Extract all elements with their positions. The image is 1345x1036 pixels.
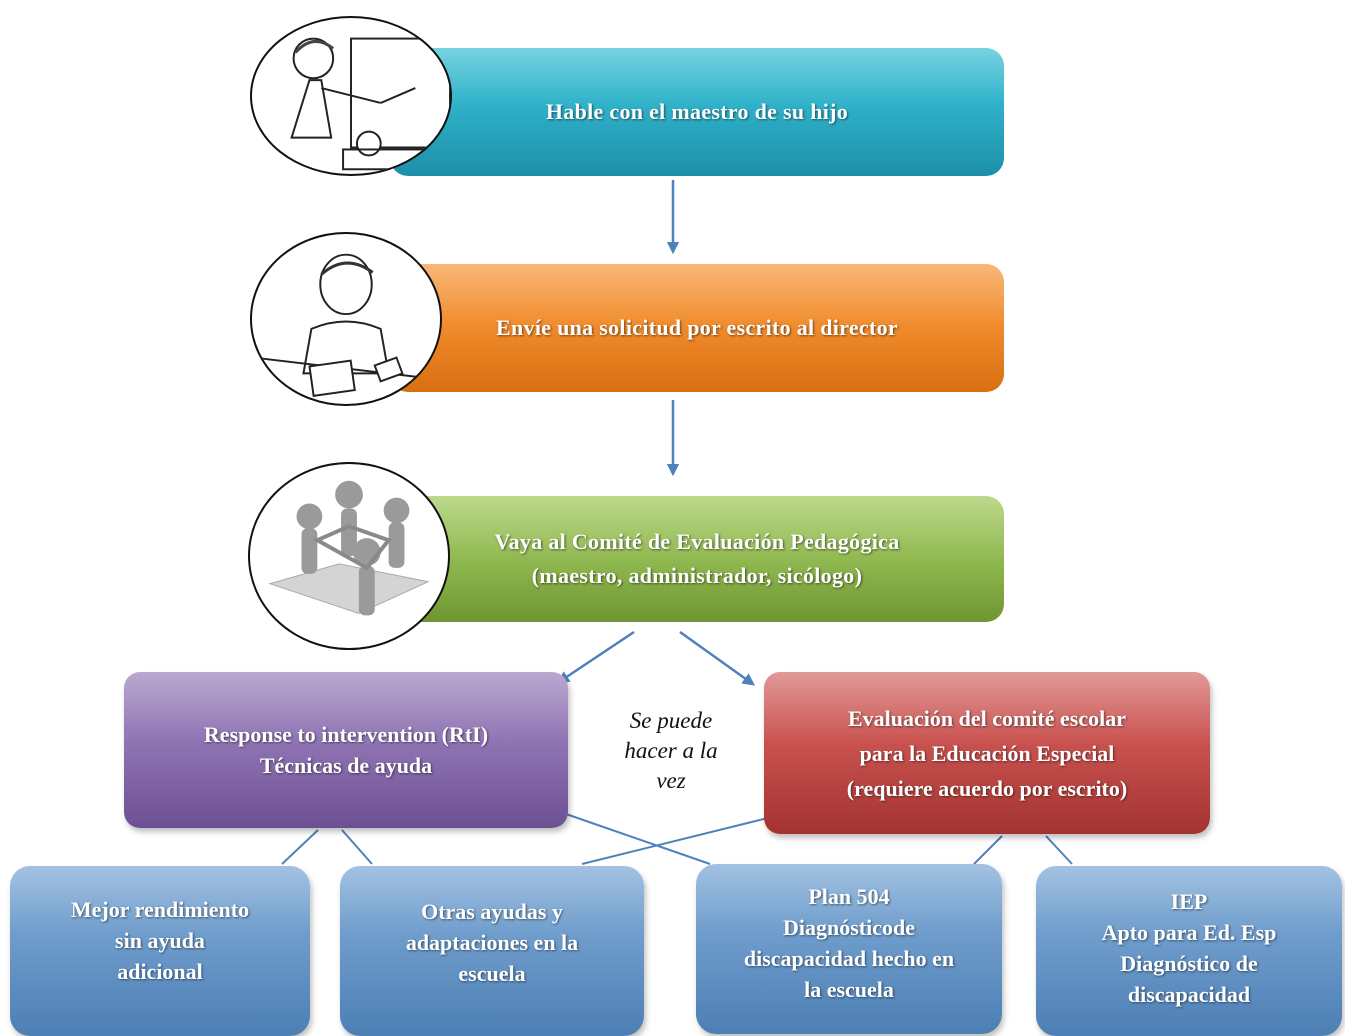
outcome-line: IEP	[1170, 889, 1208, 914]
arrow-step3-sped	[679, 630, 756, 686]
step-evaluation-committee: Vaya al Comité de Evaluación Pedagógica …	[390, 496, 1004, 622]
outcome-iep: IEP Apto para Ed. Esp Diagnóstico de dis…	[1036, 866, 1342, 1036]
simultaneous-note-line3: vez	[656, 768, 686, 793]
line-sped-outcome4	[1045, 835, 1073, 865]
branch-special-education: Evaluación del comité escolar para la Ed…	[764, 672, 1210, 834]
outcome-line: Otras ayudas y	[421, 898, 563, 924]
outcome-line: sin ayuda	[115, 927, 205, 953]
branch-rti-line2: Técnicas de ayuda	[259, 753, 433, 778]
line-sped-outcome3	[973, 835, 1003, 865]
outcome-line: la escuela	[804, 977, 894, 1002]
step-evaluation-committee-line2: (maestro, administrador, sicólogo)	[531, 563, 863, 588]
step-written-request-label: Envíe una solicitud por escrito al direc…	[496, 315, 898, 340]
line-rti-outcome1	[281, 829, 319, 865]
step-evaluation-committee-line1: Vaya al Comité de Evaluación Pedagógica	[494, 529, 900, 554]
person-writing-icon	[250, 232, 442, 406]
simultaneous-note: Se puede hacer a la vez	[606, 706, 736, 796]
arrow-step3-rti	[556, 630, 635, 684]
outcome-other-supports: Otras ayudas y adaptaciones en la escuel…	[340, 866, 644, 1036]
outcome-better-performance: Mejor rendimiento sin ayuda adicional	[10, 866, 310, 1036]
teacher-pointing-icon	[250, 16, 452, 176]
line-sped-outcome2	[581, 815, 777, 865]
outcome-line: discapacidad hecho en	[743, 946, 955, 971]
team-circle-icon	[248, 462, 450, 650]
branch-special-education-line1: Evaluación del comité escolar	[847, 705, 1126, 731]
branch-rti-line1: Response to intervention (RtI)	[203, 722, 489, 747]
outcome-line: Mejor rendimiento	[70, 896, 250, 922]
step-talk-teacher: Hable con el maestro de su hijo	[390, 48, 1004, 176]
outcome-line: Diagnósticode	[783, 915, 915, 940]
outcome-line: Diagnóstico de	[1120, 951, 1258, 976]
outcome-plan-504: Plan 504 Diagnósticode discapacidad hech…	[696, 864, 1002, 1034]
branch-rti: Response to intervention (RtI) Técnicas …	[124, 672, 568, 828]
line-rti-outcome2	[341, 829, 373, 865]
step-written-request: Envíe una solicitud por escrito al direc…	[390, 264, 1004, 392]
simultaneous-note-line1: Se puede	[629, 708, 713, 733]
outcome-line: escuela	[458, 960, 526, 986]
step-talk-teacher-label: Hable con el maestro de su hijo	[545, 99, 849, 124]
simultaneous-note-line2: hacer a la	[624, 738, 718, 763]
outcome-line: adaptaciones en la	[405, 929, 579, 955]
outcome-line: adicional	[117, 958, 203, 984]
line-rti-outcome3	[565, 813, 711, 865]
outcome-line: Plan 504	[808, 884, 890, 909]
branch-special-education-line2: para la Educación Especial	[859, 740, 1115, 766]
branch-special-education-line3: (requiere acuerdo por escrito)	[846, 775, 1128, 801]
outcome-line: Apto para Ed. Esp	[1101, 920, 1277, 945]
outcome-line: discapacidad	[1127, 982, 1251, 1007]
